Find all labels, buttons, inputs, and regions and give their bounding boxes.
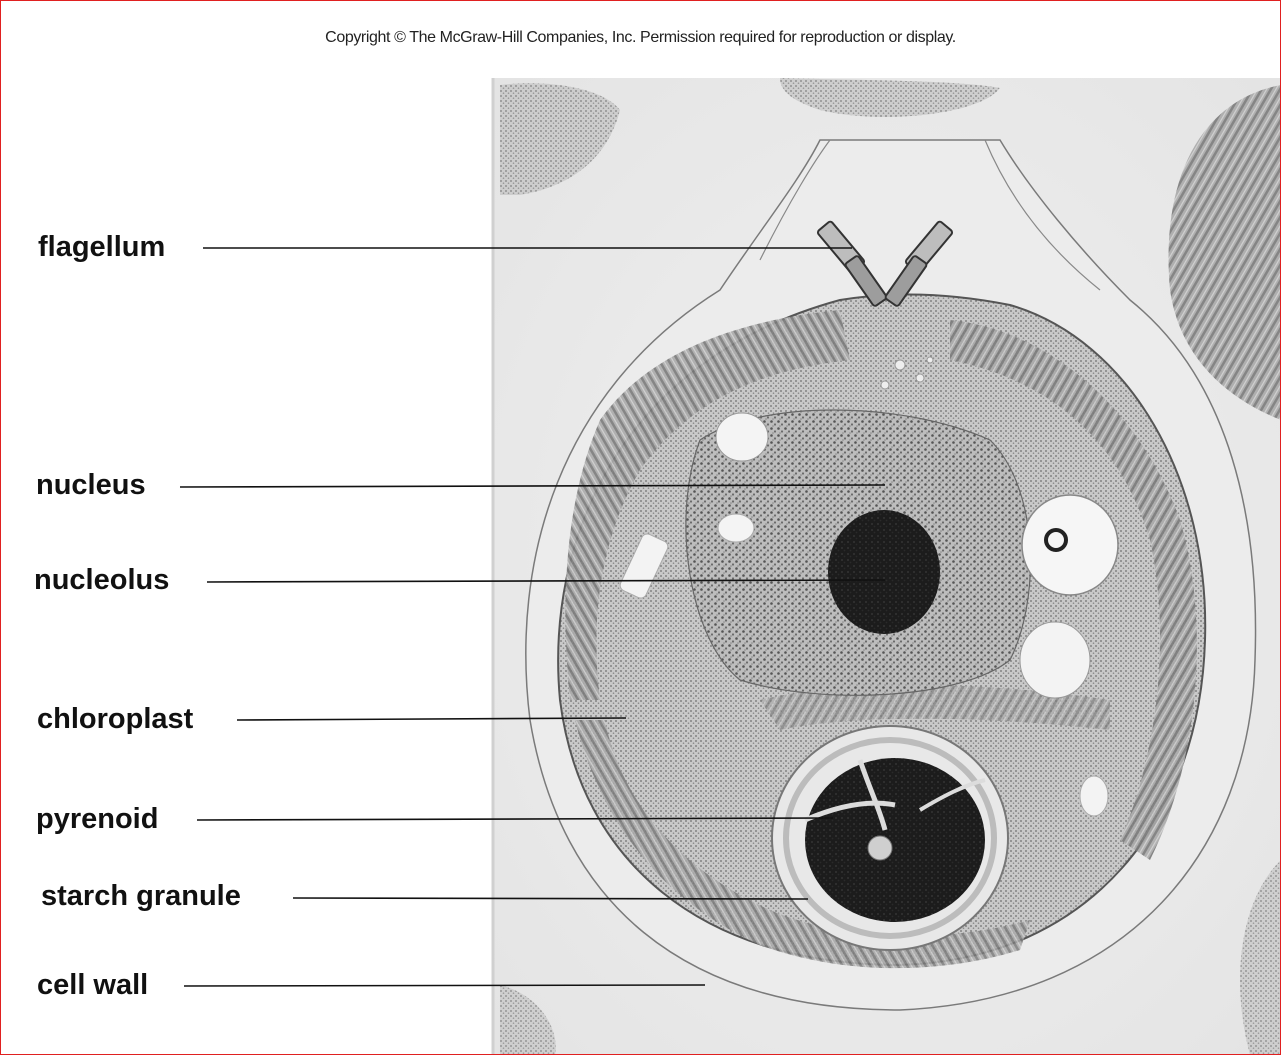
label-chloroplast: chloroplast [37,705,193,734]
label-nucleus: nucleus [36,471,146,500]
label-pyrenoid: pyrenoid [36,805,158,834]
leader-line-chloroplast [237,718,626,720]
leader-line-nucleus [180,485,885,487]
label-starch-granule: starch granule [41,882,241,911]
leader-line-cell-wall [184,985,705,986]
label-nucleolus: nucleolus [34,566,169,595]
label-cell-wall: cell wall [37,971,148,1000]
leader-line-pyrenoid [197,818,833,820]
leader-line-nucleolus [207,580,885,582]
leader-line-starch-granule [293,898,808,899]
label-flagellum: flagellum [38,233,165,262]
